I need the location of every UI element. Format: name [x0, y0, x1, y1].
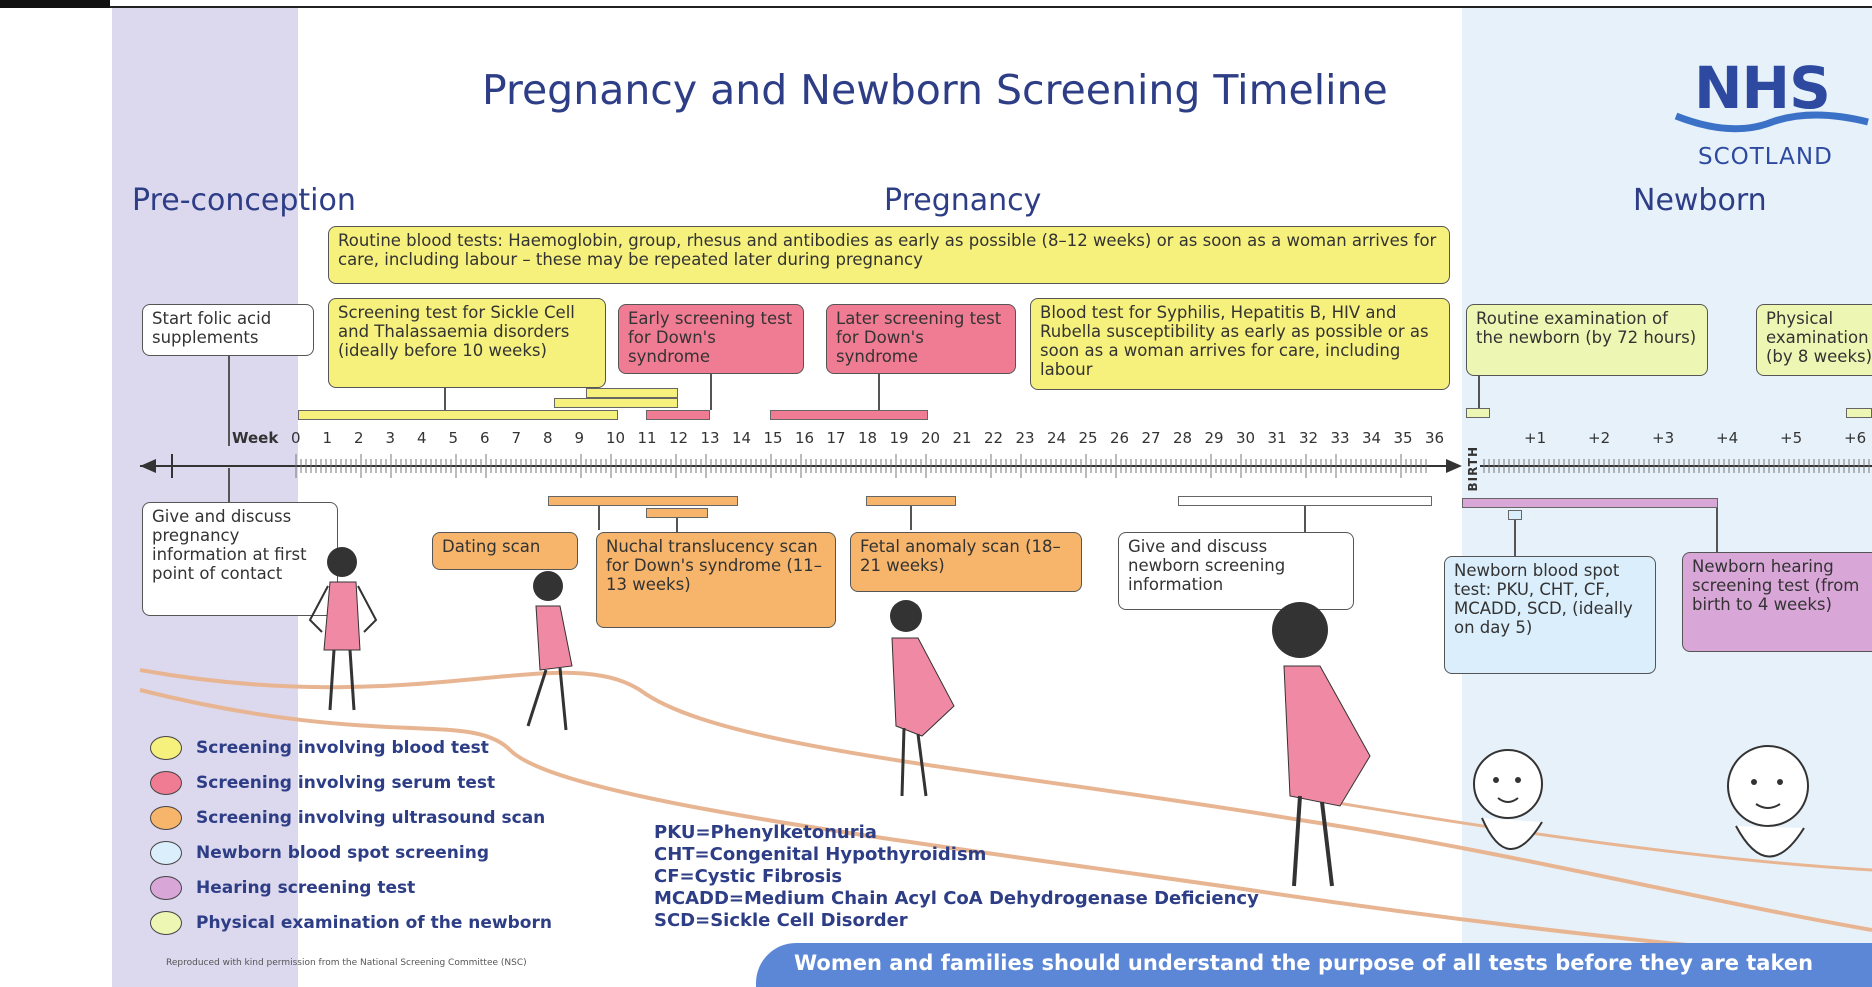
legend-label: Physical examination of the newborn [196, 913, 552, 933]
top-border-dark [0, 0, 110, 8]
legend-label: Screening involving blood test [196, 738, 489, 758]
dating-scan-bar [548, 496, 738, 506]
credit-text: Reproduced with kind permission from the… [166, 958, 527, 968]
birth-label: BIRTH [1466, 446, 1480, 492]
folic-acid-box: Start folic acid supplements [142, 304, 314, 356]
fetal-scan-bar [866, 496, 956, 506]
blood-test-bar [298, 410, 618, 420]
fetal-anomaly-box: Fetal anomaly scan (18–21 weeks) [850, 532, 1082, 592]
nuchal-bar [646, 508, 708, 518]
fetal-connector [910, 506, 912, 530]
legend-swatch [150, 736, 182, 760]
sickle-bar [586, 388, 678, 398]
legend-swatch [150, 771, 182, 795]
later-downs-box: Later screening test for Down's syndrome [826, 304, 1016, 374]
newborn-info-connector [1304, 506, 1306, 532]
dating-connector [598, 506, 600, 530]
pregnant-woman-figure-3 [862, 596, 962, 806]
newborn-info-bar [1178, 496, 1432, 506]
pregnant-woman-figure-2 [500, 566, 590, 746]
physical-exam-bar [1846, 408, 1872, 418]
abbreviation-item: PKU=Phenylketonuria [654, 822, 877, 843]
top-border [0, 6, 1872, 8]
baby-figure-2 [1702, 716, 1842, 886]
pregnant-woman-figure-4 [1240, 596, 1380, 896]
legend-item: Physical examination of the newborn [150, 911, 552, 935]
legend-label: Newborn blood spot screening [196, 843, 489, 863]
bloodspot-connector [1514, 520, 1516, 556]
timeline-axis [0, 444, 1872, 484]
legend-swatch [150, 911, 182, 935]
legend-label: Screening involving ultrasound scan [196, 808, 545, 828]
baby-figure-1 [1452, 728, 1572, 878]
give-discuss-connector [228, 468, 230, 504]
section-newborn: Newborn [1633, 183, 1767, 218]
bloodspot-bar [1508, 510, 1522, 520]
routine-bar [554, 398, 678, 408]
sickle-connector [444, 388, 446, 410]
legend-item: Screening involving blood test [150, 736, 489, 760]
newborn-connector [1478, 376, 1480, 408]
folic-connector [228, 356, 230, 446]
pregnant-woman-figure-1 [300, 540, 390, 720]
routine-blood-box: Routine blood tests: Haemoglobin, group,… [328, 226, 1450, 284]
section-pregnancy: Pregnancy [884, 183, 1041, 218]
syphilis-box: Blood test for Syphilis, Hepatitis B, HI… [1030, 298, 1450, 390]
legend-item: Screening involving ultrasound scan [150, 806, 545, 830]
legend-swatch [150, 841, 182, 865]
abbreviation-item: CHT=Congenital Hypothyroidism [654, 844, 986, 865]
hearing-connector [1716, 508, 1718, 554]
later-downs-bar [770, 410, 928, 420]
legend-swatch [150, 876, 182, 900]
nhs-logo-region: SCOTLAND [1698, 144, 1833, 170]
legend-item: Hearing screening test [150, 876, 415, 900]
early-downs-bar [646, 410, 710, 420]
legend-item: Newborn blood spot screening [150, 841, 489, 865]
dating-scan-box: Dating scan [432, 532, 578, 570]
page-title: Pregnancy and Newborn Screening Timeline [482, 66, 1388, 114]
legend-label: Hearing screening test [196, 878, 415, 898]
nhs-swoosh-icon [1672, 108, 1872, 138]
abbreviation-item: SCD=Sickle Cell Disorder [654, 910, 908, 931]
physical-exam-box: Physical examination (by 8 weeks) [1756, 304, 1872, 376]
abbreviation-item: MCADD=Medium Chain Acyl CoA Dehydrogenas… [654, 888, 1259, 909]
routine-newborn-bar [1466, 408, 1490, 418]
legend-label: Screening involving serum test [196, 773, 495, 793]
hearing-bar [1462, 498, 1718, 508]
legend-swatch [150, 806, 182, 830]
abbreviation-item: CF=Cystic Fibrosis [654, 866, 842, 887]
routine-newborn-box: Routine examination of the newborn (by 7… [1466, 304, 1708, 376]
early-downs-connector [710, 374, 712, 410]
sickle-cell-box: Screening test for Sickle Cell and Thala… [328, 298, 606, 388]
later-downs-connector [878, 374, 880, 410]
early-downs-box: Early screening test for Down's syndrome [618, 304, 804, 374]
section-preconception: Pre-conception [132, 183, 356, 218]
footer-text: Women and families should understand the… [794, 951, 1813, 975]
legend-item: Screening involving serum test [150, 771, 495, 795]
